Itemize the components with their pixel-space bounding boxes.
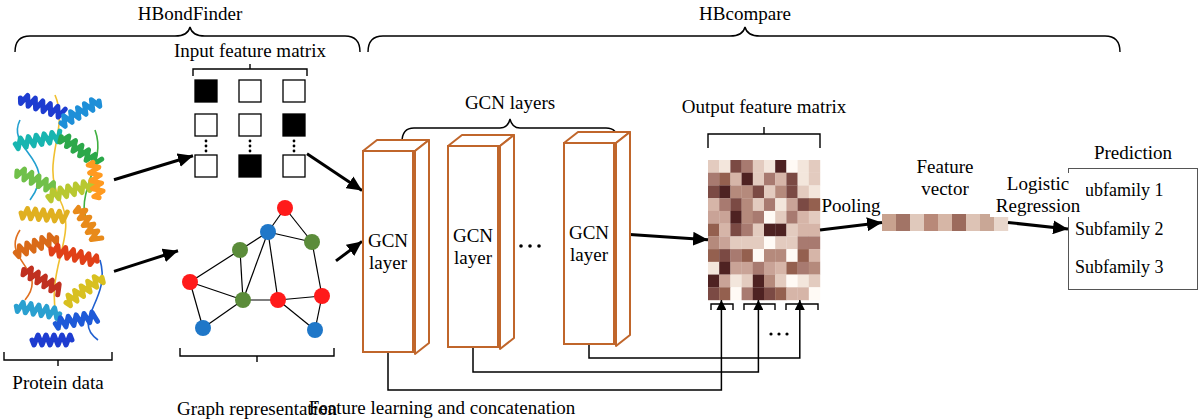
class-label: Subfamily 1: [1075, 180, 1164, 201]
section-title: HBcompare: [699, 3, 791, 25]
brackets: [4, 27, 1120, 366]
figure-label: Protein data: [12, 372, 103, 394]
connector-arrow: [388, 300, 721, 390]
node-body: GCN layer: [364, 152, 412, 351]
gcn-layer-box: GCN layer: [362, 150, 414, 353]
connector-arrow: [114, 156, 193, 180]
vector-label: Feature vector: [900, 156, 990, 200]
matrix-label: Input feature matrix: [174, 40, 326, 62]
box-heading: Prediction: [1094, 142, 1172, 164]
layer-label: GCN layer: [567, 222, 611, 266]
feature-vector: Feature vector: [882, 214, 1008, 231]
prediction-box: PredictionSubfamily 1Subfamily 2Subfamil…: [1068, 168, 1198, 290]
layer-label: GCN layer: [451, 225, 495, 269]
graph-figure: Graph representation: [178, 200, 336, 345]
output-matrix: Output feature matrix: [708, 160, 820, 300]
connector-arrow: [336, 241, 362, 261]
group-label: GCN layers: [465, 92, 555, 114]
node-body: Subfamily 1 Subfamily 2 Subfamily 3: [1069, 169, 1197, 289]
class-label: Subfamily 2: [1075, 219, 1164, 240]
input-matrix: [195, 80, 305, 177]
feature-matrix: Input feature matrix: [193, 78, 307, 179]
matrix-label: Output feature matrix: [682, 96, 847, 118]
feature-bar: [882, 214, 1008, 231]
graph-drawing: [182, 200, 330, 338]
layer-label: GCN layer: [366, 230, 410, 274]
connector-arrow: [114, 251, 178, 272]
heatmap: [708, 160, 820, 300]
section-title: HBondFinder: [138, 3, 243, 25]
connector-arrow: [307, 154, 362, 191]
protein-structure: [15, 95, 103, 345]
gcn-layer-box: GCN layer: [447, 145, 499, 348]
class-label: Subfamily 3: [1075, 257, 1164, 278]
connector-arrow: [820, 223, 882, 231]
node-body: GCN layer: [565, 144, 613, 343]
edge-label: Logistic Regression: [990, 173, 1086, 217]
gcn-layer-box: GCN layer: [563, 142, 615, 345]
ellipsis-dots: [519, 244, 788, 335]
node-body: GCN layer: [449, 147, 497, 346]
caption-note: Feature learning and concatenation: [309, 397, 575, 419]
edge-label: Pooling: [821, 195, 880, 217]
connector-arrow: [1008, 223, 1068, 230]
protein-figure: Protein data: [2, 88, 114, 350]
